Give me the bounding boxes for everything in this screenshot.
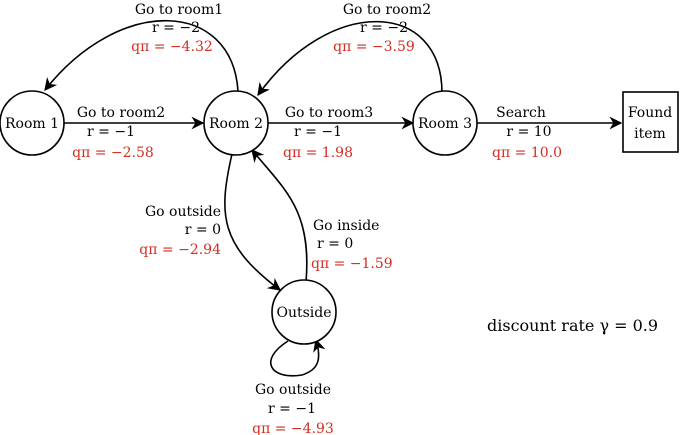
label-room3-to-found-q: qπ = 10.0 (492, 145, 562, 161)
node-room1-label: Room 1 (5, 116, 59, 132)
label-room2-to-room1-q: qπ = −4.32 (131, 39, 213, 55)
label-room2-to-outside-action: Go outside (145, 204, 221, 220)
edge-outside-to-room2 (251, 149, 308, 283)
node-found-label-line2: item (634, 126, 666, 142)
label-room2-to-room3-reward: r = −1 (294, 124, 342, 140)
label-room2-to-outside-reward: r = 0 (185, 222, 221, 238)
node-room2: Room 2 (203, 90, 269, 156)
label-outside-self-reward: r = −1 (268, 401, 316, 417)
label-room3-to-found-action: Search (496, 105, 546, 121)
edge-room2-to-room1 (44, 20, 239, 92)
edge-room3-to-room2 (257, 20, 443, 97)
label-room3-to-room2-reward: r = −2 (360, 20, 408, 36)
label-room2-to-outside-q: qπ = −2.94 (139, 242, 221, 258)
node-found-item: Found item (622, 91, 679, 153)
label-room3-to-room2-q: qπ = −3.59 (333, 39, 415, 55)
label-room2-to-room3-q: qπ = 1.98 (283, 145, 353, 161)
label-room1-to-room2-reward: r = −1 (87, 124, 135, 140)
edge-outside-self-loop (269, 338, 326, 377)
label-room2-to-room1-reward: r = −2 (152, 20, 200, 36)
node-room2-label: Room 2 (209, 116, 263, 132)
node-outside-label: Outside (276, 305, 331, 321)
label-outside-self-q: qπ = −4.93 (252, 421, 334, 435)
node-room1: Room 1 (0, 90, 65, 156)
label-room3-to-room2-action: Go to room2 (343, 2, 431, 18)
label-room3-to-found-reward: r = 10 (506, 124, 551, 140)
label-outside-to-room2-reward: r = 0 (317, 236, 353, 252)
discount-rate-note: discount rate γ = 0.9 (487, 316, 658, 335)
label-outside-self-action: Go outside (255, 382, 331, 398)
edge-room2-to-outside (224, 153, 282, 291)
label-room1-to-room2-q: qπ = −2.58 (72, 145, 154, 161)
node-room3: Room 3 (412, 90, 478, 156)
label-outside-to-room2-action: Go inside (313, 218, 379, 234)
label-room1-to-room2-action: Go to room2 (77, 105, 165, 121)
node-outside: Outside (271, 279, 337, 345)
label-room2-to-room3-action: Go to room3 (285, 105, 373, 121)
label-room2-to-room1-action: Go to room1 (135, 2, 223, 18)
node-found-label-line1: Found (628, 105, 672, 121)
label-outside-to-room2-q: qπ = −1.59 (311, 256, 393, 272)
node-room3-label: Room 3 (418, 116, 472, 132)
